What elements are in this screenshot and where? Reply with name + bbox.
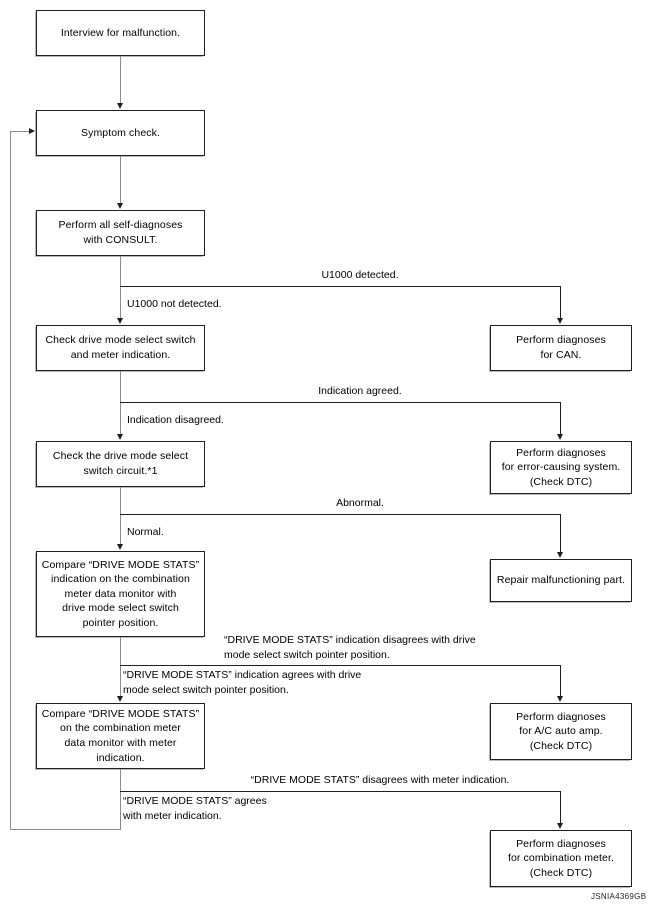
- branch-stats-meter-disagrees-vertical: [560, 791, 561, 823]
- node-check-drive-mode-switch-label: Check drive mode select switch and meter…: [45, 334, 196, 361]
- node-perform-self-diagnoses-label: Perform all self-diagnoses with CONSULT.: [58, 219, 183, 246]
- arrowhead-diagnoses-error-system-in: [557, 434, 563, 440]
- node-repair-part[interactable]: Repair malfunctioning part.: [490, 559, 632, 602]
- node-interview-label: Interview for malfunction.: [60, 26, 181, 39]
- node-check-switch-circuit-label: Check the drive mode select switch circu…: [52, 450, 189, 477]
- edge-label-abnormal: Abnormal.: [336, 497, 384, 509]
- arrowhead-repair-part-in: [557, 552, 563, 558]
- arrowhead-symptom-in: [116, 103, 123, 109]
- node-compare-stats-meter[interactable]: Compare “DRIVE MODE STATS” on the combin…: [36, 703, 205, 769]
- node-symptom-check[interactable]: Symptom check.: [36, 110, 205, 156]
- branch-abnormal-horizontal: [120, 514, 561, 515]
- node-diagnoses-combination-meter-label: Perform diagnoses for combination meter.…: [507, 837, 615, 879]
- connector-compare-pointer-down: [120, 637, 121, 696]
- edge-label-normal: Normal.: [127, 526, 164, 538]
- node-compare-stats-meter-label: Compare “DRIVE MODE STATS” on the combin…: [41, 707, 200, 764]
- arrowhead-diagnoses-can-in: [557, 318, 563, 324]
- arrowhead-compare-stats-pointer-in: [116, 544, 123, 550]
- edge-label-stats-pointer-disagrees: “DRIVE MODE STATS” indication disagrees …: [224, 634, 476, 661]
- feedback-loop-left: [10, 131, 11, 830]
- branch-stats-pointer-disagrees-vertical: [560, 665, 561, 696]
- node-diagnoses-error-system[interactable]: Perform diagnoses for error-causing syst…: [490, 441, 632, 494]
- arrowhead-diagnoses-ac-amp-in: [557, 696, 563, 702]
- node-diagnoses-ac-auto-amp-label: Perform diagnoses for A/C auto amp. (Che…: [516, 710, 606, 752]
- node-diagnoses-can[interactable]: Perform diagnoses for CAN.: [490, 325, 632, 371]
- connector-interview-to-symptom: [120, 56, 121, 104]
- connector-compare-meter-down: [120, 769, 121, 829]
- edge-label-stats-meter-agrees: “DRIVE MODE STATS” agrees with meter ind…: [123, 795, 267, 822]
- connector-check-circuit-down: [120, 487, 121, 544]
- branch-indication-agreed-vertical: [560, 402, 561, 434]
- arrowhead-diagnoses-combination-meter-in: [557, 823, 563, 829]
- branch-u1000-detected-vertical: [560, 286, 561, 318]
- branch-indication-agreed-horizontal: [120, 402, 561, 403]
- arrowhead-symptom-feedback-in: [29, 128, 35, 134]
- node-compare-stats-pointer-label: Compare “DRIVE MODE STATS” indication on…: [41, 558, 200, 629]
- node-diagnoses-ac-auto-amp[interactable]: Perform diagnoses for A/C auto amp. (Che…: [490, 703, 632, 760]
- arrowhead-check-switch-in: [116, 318, 123, 324]
- edge-label-stats-pointer-agrees: “DRIVE MODE STATS” indication agrees wit…: [123, 669, 362, 696]
- node-symptom-check-label: Symptom check.: [80, 126, 160, 139]
- arrowhead-selfdiag-in: [116, 203, 123, 209]
- edge-label-u1000-not-detected: U1000 not detected.: [127, 298, 222, 310]
- node-diagnoses-error-system-label: Perform diagnoses for error-causing syst…: [501, 446, 621, 488]
- branch-stats-pointer-disagrees-horizontal: [120, 665, 561, 666]
- node-repair-part-label: Repair malfunctioning part.: [496, 574, 626, 587]
- node-check-switch-circuit[interactable]: Check the drive mode select switch circu…: [36, 441, 205, 487]
- feedback-loop-bottom: [10, 829, 121, 830]
- figure-code: JSNIA4369GB: [591, 892, 647, 901]
- branch-abnormal-vertical: [560, 514, 561, 552]
- edge-label-indication-agreed: Indication agreed.: [318, 385, 402, 397]
- arrowhead-compare-stats-meter-in: [116, 696, 123, 702]
- connector-selfdiag-down: [120, 256, 121, 318]
- arrowhead-check-circuit-in: [116, 434, 123, 440]
- node-diagnoses-combination-meter[interactable]: Perform diagnoses for combination meter.…: [490, 830, 632, 887]
- edge-label-stats-meter-disagrees: “DRIVE MODE STATS” disagrees with meter …: [250, 774, 510, 786]
- branch-u1000-detected-horizontal: [120, 286, 561, 287]
- edge-label-u1000-detected: U1000 detected.: [321, 269, 399, 281]
- connector-symptom-to-selfdiag: [120, 156, 121, 204]
- node-interview[interactable]: Interview for malfunction.: [36, 10, 205, 56]
- branch-stats-meter-disagrees-horizontal: [120, 791, 561, 792]
- node-perform-self-diagnoses[interactable]: Perform all self-diagnoses with CONSULT.: [36, 210, 205, 256]
- edge-label-indication-disagreed: Indication disagreed.: [127, 414, 224, 426]
- feedback-loop-top: [10, 131, 30, 132]
- node-compare-stats-pointer[interactable]: Compare “DRIVE MODE STATS” indication on…: [36, 551, 205, 637]
- node-check-drive-mode-switch[interactable]: Check drive mode select switch and meter…: [36, 325, 205, 371]
- node-diagnoses-can-label: Perform diagnoses for CAN.: [516, 334, 606, 361]
